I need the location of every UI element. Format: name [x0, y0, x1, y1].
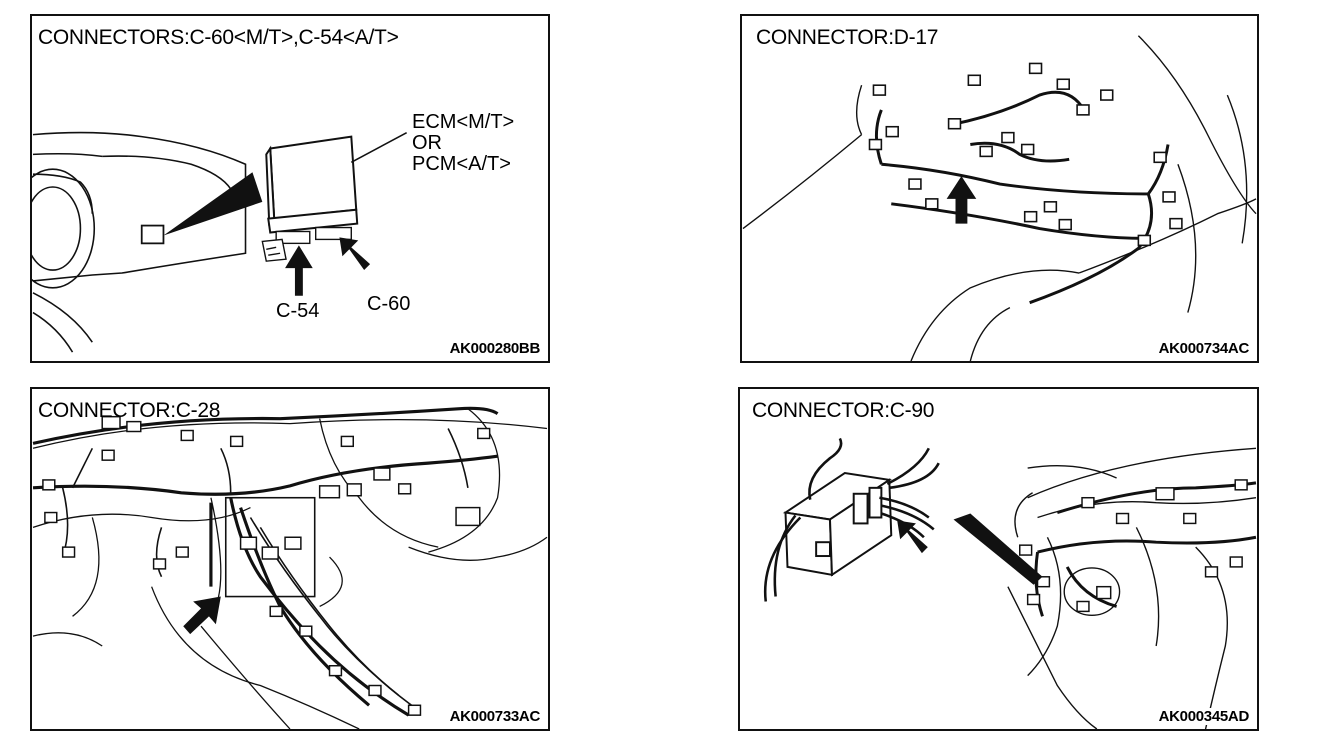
ecm-label-line3: PCM<A/T>: [412, 153, 511, 175]
c90-connector-illustration: [763, 437, 1257, 729]
panel-title: CONNECTOR:C-28: [38, 399, 221, 422]
figure-code: AK000733AC: [447, 708, 540, 725]
panel-connector-c90: CONNECTOR:C-90: [738, 387, 1259, 731]
panel-connector-c28: CONNECTOR:C-28: [30, 387, 550, 731]
figure-code: AK000734AC: [1156, 340, 1249, 357]
connector-label-c60: C-60: [367, 293, 411, 315]
figure-code: AK000280BB: [447, 340, 540, 357]
panel-title: CONNECTOR:D-17: [756, 26, 939, 49]
ecm-location-illustration: [32, 131, 408, 353]
figure-code: AK000345AD: [1156, 708, 1249, 725]
ecm-label-line2: OR: [412, 132, 442, 154]
panel-connectors-c60-c54: CONNECTORS:C-60<M/T>,C-54<A/T>: [30, 14, 550, 363]
panel-title: CONNECTOR:C-90: [752, 399, 935, 422]
ecm-label-line1: ECM<M/T>: [412, 111, 515, 133]
engine-harness-illustration: [742, 35, 1257, 361]
dash-harness-illustration: [32, 406, 548, 729]
panel-connector-d17: CONNECTOR:D-17: [740, 14, 1259, 363]
panel-title: CONNECTORS:C-60<M/T>,C-54<A/T>: [38, 26, 399, 49]
connector-label-c54: C-54: [276, 300, 320, 322]
